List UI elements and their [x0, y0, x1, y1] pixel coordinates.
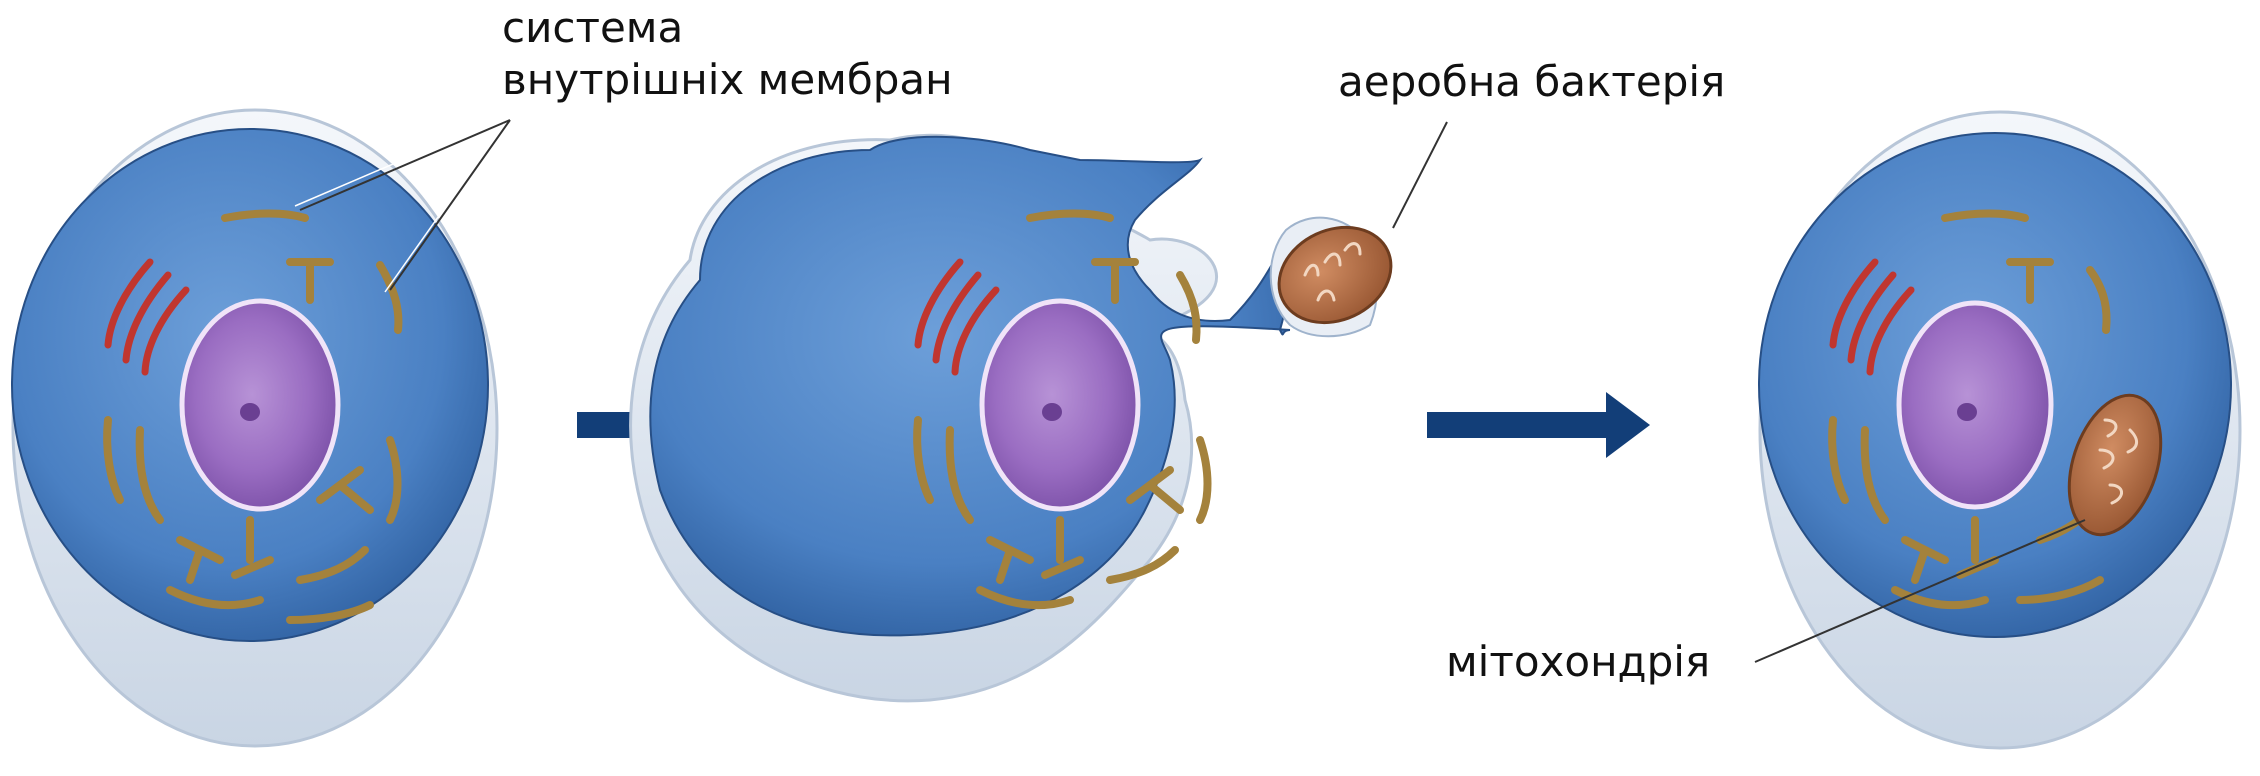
cell-1 [12, 110, 497, 746]
cell-3-nucleolus [1957, 403, 1977, 421]
cell-1-nucleolus [240, 403, 260, 421]
cell-1-nucleus [182, 301, 338, 509]
internal-membranes-label-line1: система [502, 2, 953, 54]
cell-2 [631, 135, 1407, 701]
cell-2-nucleus [982, 301, 1138, 509]
mitochondrion-label: мітохондрія [1446, 636, 1710, 688]
cell-2-cytoplasm [650, 137, 1290, 636]
aerobic-bacterium-label: аеробна бактерія [1338, 56, 1725, 108]
cell-2-nucleolus [1042, 403, 1062, 421]
cell-3 [1759, 112, 2240, 748]
internal-membranes-label-line2: внутрішніх мембран [502, 54, 953, 106]
cell-3-nucleus [1899, 303, 2051, 507]
arrow-2 [1427, 392, 1650, 458]
bacterium-leader [1393, 122, 1447, 228]
internal-membranes-label: система внутрішніх мембран [502, 2, 953, 106]
